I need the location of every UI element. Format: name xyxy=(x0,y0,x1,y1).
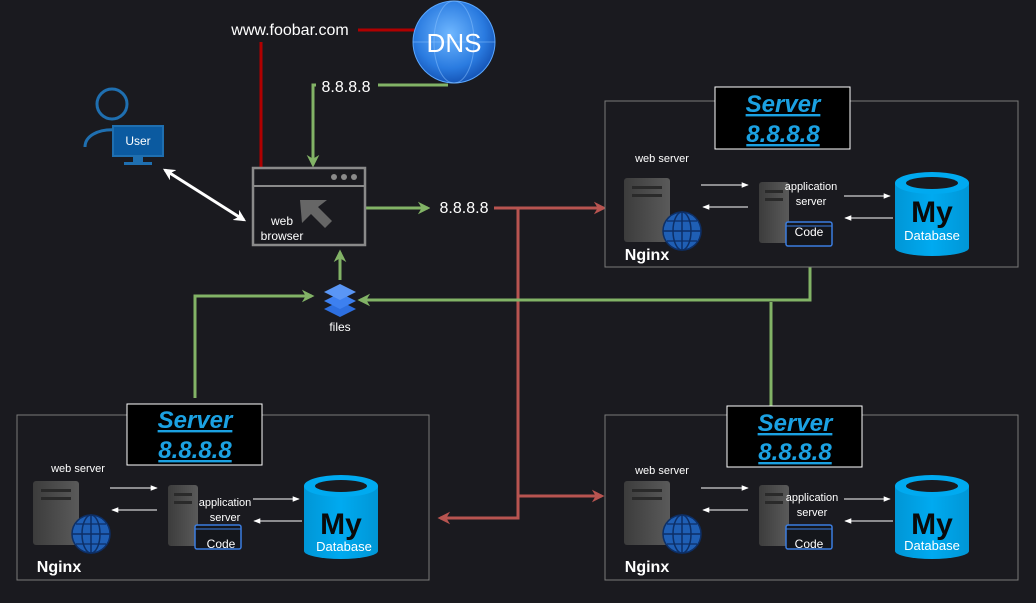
browser-label-1: web xyxy=(270,214,293,228)
server-title: Server xyxy=(746,91,822,118)
files-label: files xyxy=(329,320,350,334)
code-label: Code xyxy=(795,225,824,239)
server-panel-2: Server 8.8.8.8 web server Nginx applicat… xyxy=(16,403,430,581)
web-server-label: web server xyxy=(634,465,689,477)
app-server-label-2: server xyxy=(210,512,241,524)
dns-node: DNS xyxy=(412,0,496,84)
app-server-label-1: application xyxy=(199,497,252,509)
nginx-label: Nginx xyxy=(37,559,82,576)
database-label: Database xyxy=(904,228,960,243)
code-label: Code xyxy=(795,537,824,551)
server-ip: 8.8.8.8 xyxy=(746,121,820,148)
mysql-logo: My xyxy=(320,508,362,541)
server-panel-3: Server 8.8.8.8 web server Nginx applicat… xyxy=(604,405,1019,581)
app-server-label-1: application xyxy=(786,492,839,504)
code-label: Code xyxy=(207,537,236,551)
database-label: Database xyxy=(904,538,960,553)
browser-label-2: browser xyxy=(261,229,304,243)
cursor-icon xyxy=(300,200,332,228)
nginx-label: Nginx xyxy=(625,247,670,264)
dns-response-arrow xyxy=(306,83,320,168)
monitor-icon xyxy=(112,125,164,157)
dns-query-line xyxy=(225,28,263,168)
database-label: Database xyxy=(316,539,372,554)
web-browser: web browser xyxy=(251,166,367,247)
user-browser-link xyxy=(162,168,247,222)
server2-response xyxy=(193,289,315,398)
user-node: User xyxy=(83,87,164,165)
dns-resolved-ip: 8.8.8.8 xyxy=(322,79,371,96)
web-server-label: web server xyxy=(50,463,105,475)
user-label: User xyxy=(125,134,150,148)
server-ip: 8.8.8.8 xyxy=(758,439,832,466)
web-server-label: web server xyxy=(634,153,689,165)
mysql-logo: My xyxy=(911,196,953,229)
app-server-label-2: server xyxy=(797,507,828,519)
server-title: Server xyxy=(158,407,234,434)
dns-label: DNS xyxy=(427,28,482,58)
app-server-label-1: application xyxy=(785,181,838,193)
request-ip: 8.8.8.8 xyxy=(440,200,489,217)
server-panel-1: Server 8.8.8.8 web server Nginx applicat… xyxy=(604,86,1019,268)
app-server-label-2: server xyxy=(796,196,827,208)
files-node: files xyxy=(324,284,356,334)
mysql-logo: My xyxy=(911,508,953,541)
domain-label-bg xyxy=(222,18,358,42)
domain-label: www.foobar.com xyxy=(230,22,348,39)
server1-response xyxy=(357,266,812,307)
lb-trunk xyxy=(437,208,520,525)
nginx-label: Nginx xyxy=(625,559,670,576)
server-ip: 8.8.8.8 xyxy=(158,437,232,464)
server-title: Server xyxy=(758,410,834,437)
